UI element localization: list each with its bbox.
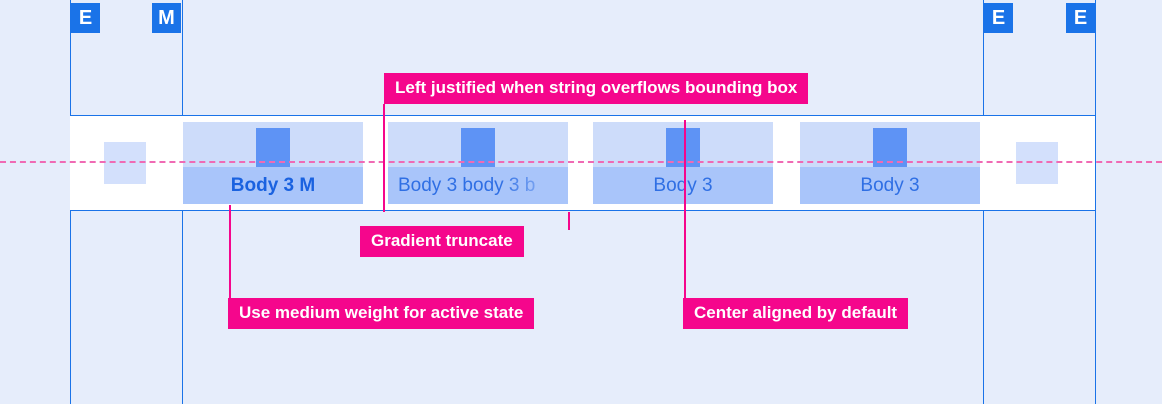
tab-glyph-icon bbox=[256, 128, 290, 167]
tab-icon-area bbox=[800, 122, 980, 167]
tab-bar: Body 3 M Body 3 body 3 b Body 3 bbox=[183, 122, 983, 204]
tab-label-band: Body 3 M bbox=[183, 167, 363, 204]
tab-item-1[interactable]: Body 3 M bbox=[183, 122, 363, 204]
tab-label-band: Body 3 body 3 b bbox=[388, 167, 568, 204]
leader-medium-weight bbox=[229, 205, 231, 299]
leader-gradient-truncate bbox=[568, 212, 570, 230]
tab-label-4: Body 3 bbox=[860, 175, 920, 196]
badge-edge-left: E bbox=[71, 3, 100, 33]
badge-edge-right-outer: E bbox=[1066, 3, 1095, 33]
annotation-left-justified: Left justified when string overflows bou… bbox=[384, 73, 809, 104]
tab-label-band: Body 3 bbox=[800, 167, 980, 204]
placeholder-square-right bbox=[1016, 142, 1058, 184]
tab-glyph-icon bbox=[666, 128, 700, 167]
leader-center-aligned bbox=[684, 120, 686, 300]
guide-line-right-outer bbox=[1095, 0, 1096, 404]
tab-item-3[interactable]: Body 3 bbox=[593, 122, 773, 204]
tab-label-1: Body 3 M bbox=[230, 175, 316, 196]
leader-left-justified bbox=[383, 104, 385, 212]
tab-glyph-icon bbox=[873, 128, 907, 167]
tab-label-band: Body 3 bbox=[593, 167, 773, 204]
tab-active-indicator bbox=[183, 202, 363, 204]
vertical-center-guide bbox=[0, 161, 1162, 163]
badge-medium-left: M bbox=[152, 3, 181, 33]
placeholder-square-left bbox=[104, 142, 146, 184]
badge-edge-right-inner: E bbox=[984, 3, 1013, 33]
tab-icon-area bbox=[593, 122, 773, 167]
tab-label-3: Body 3 bbox=[653, 175, 713, 196]
annotation-medium-weight: Use medium weight for active state bbox=[228, 298, 535, 329]
tab-item-2[interactable]: Body 3 body 3 b bbox=[388, 122, 568, 204]
tab-label-2: Body 3 body 3 b bbox=[398, 175, 536, 196]
tab-item-4[interactable]: Body 3 bbox=[800, 122, 980, 204]
tab-icon-area bbox=[183, 122, 363, 167]
tab-icon-area bbox=[388, 122, 568, 167]
annotation-center-aligned: Center aligned by default bbox=[683, 298, 909, 329]
annotation-gradient-truncate: Gradient truncate bbox=[360, 226, 524, 257]
tab-glyph-icon bbox=[461, 128, 495, 167]
